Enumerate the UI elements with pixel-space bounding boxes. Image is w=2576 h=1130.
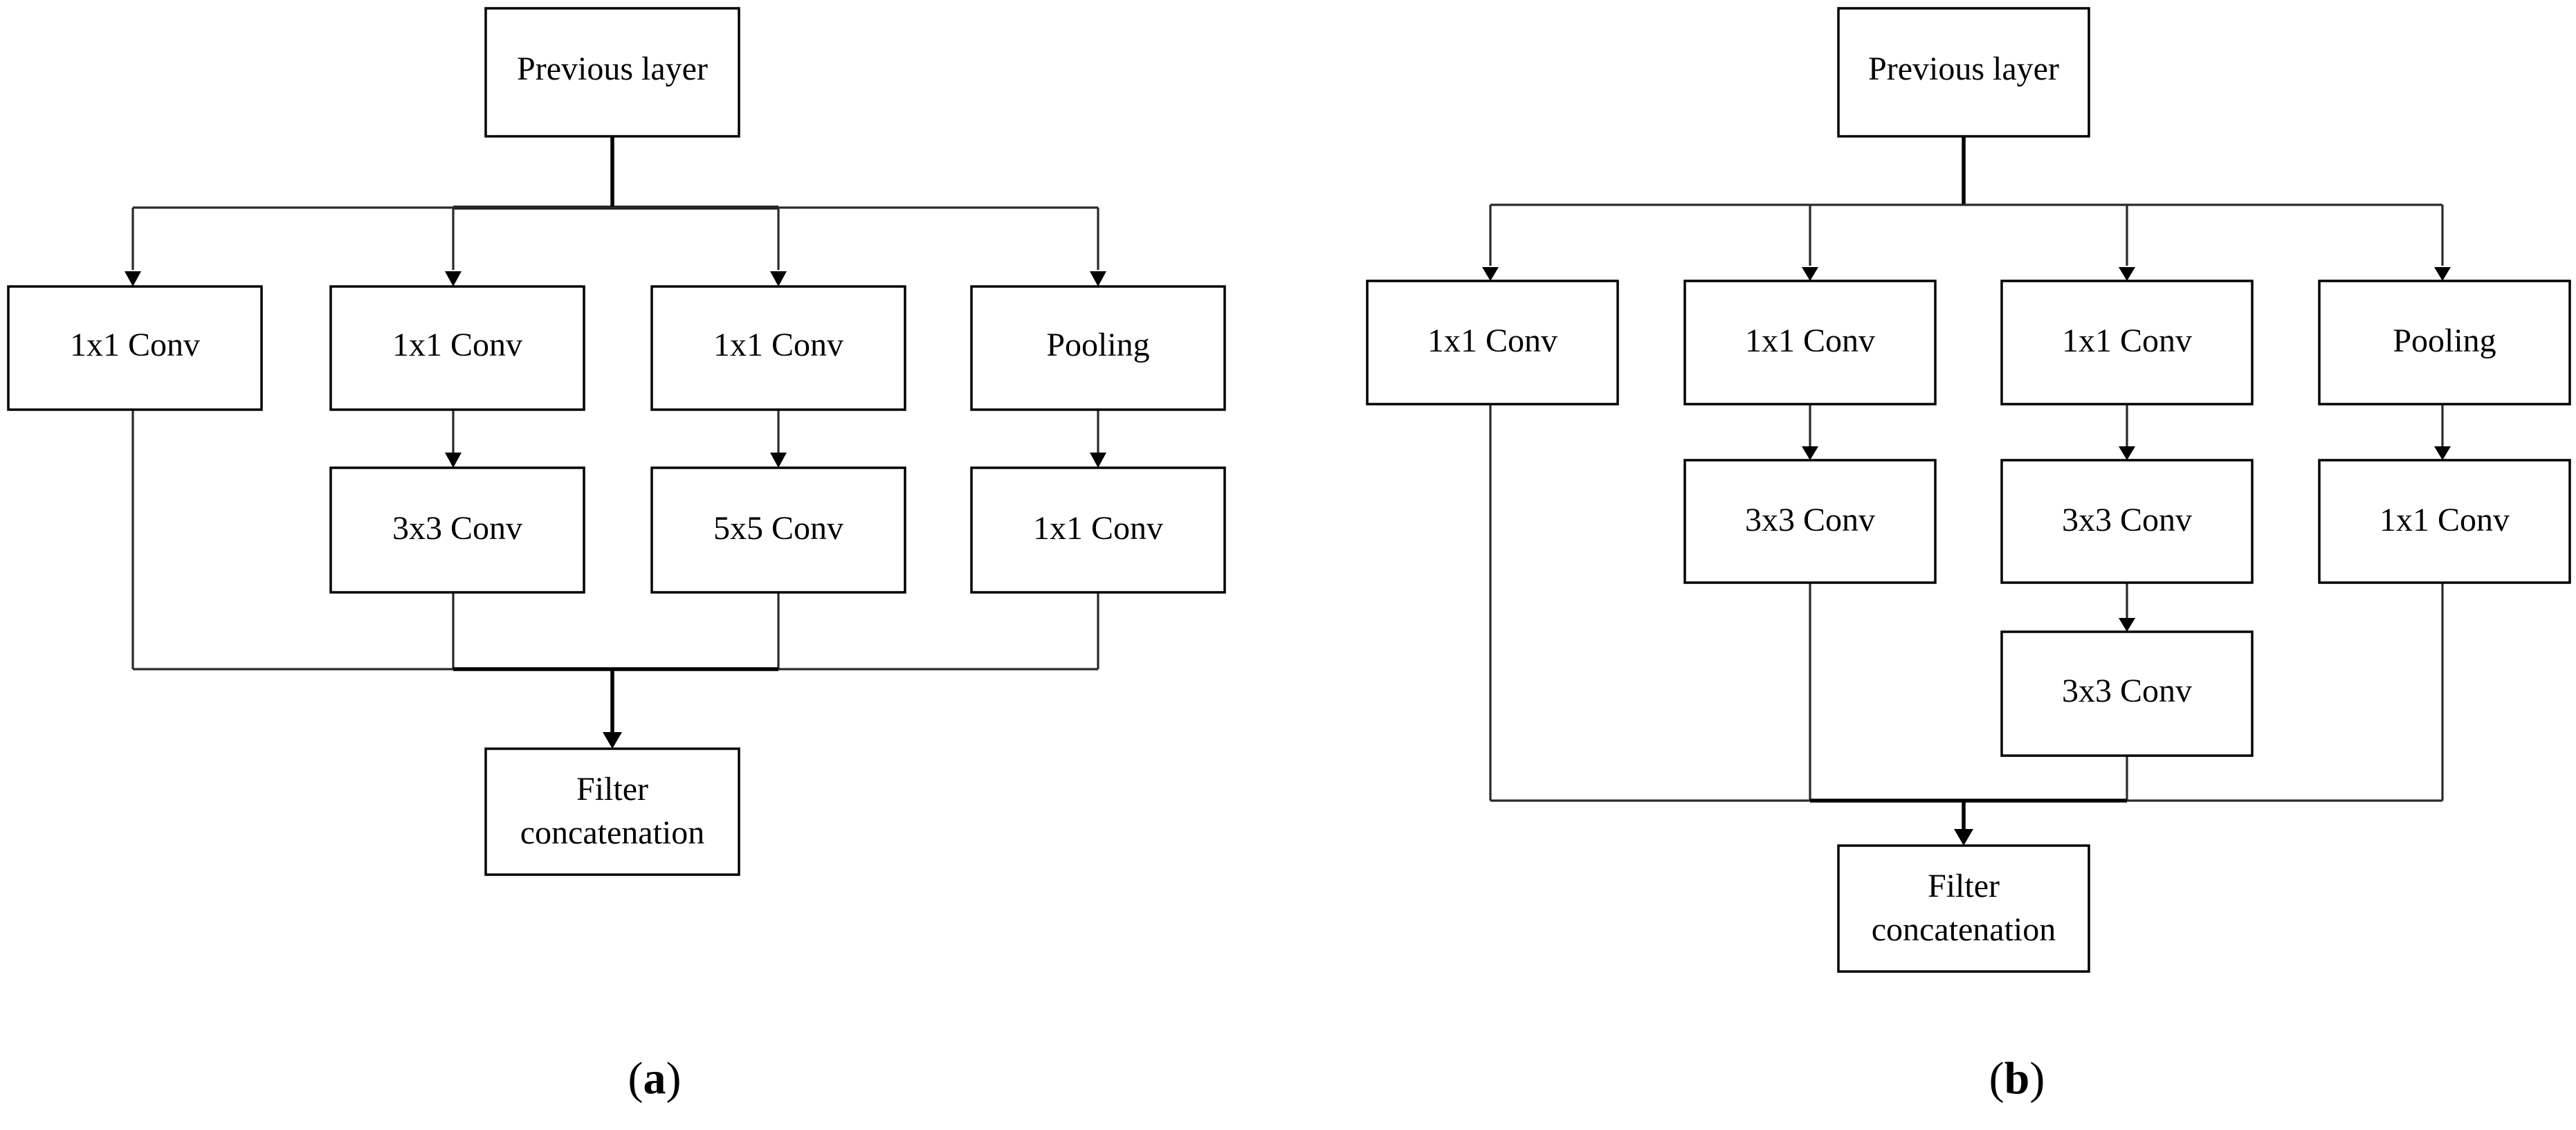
node-filter-concatenation-a-line1: Filter [576,771,648,808]
caption-b-letter: b [2004,1053,2030,1104]
arrow-icon [1802,446,1818,460]
caption-b: (b) [1989,1053,2045,1104]
node-3x3-conv-b-label: 3x3 Conv [1745,502,1875,538]
node-pooling-b [2318,280,2571,405]
arrow-icon [1802,267,1818,281]
node-previous-layer-b [1837,7,2090,138]
node-filter-concatenation-b-line2: concatenation [1872,911,2056,948]
caption-a-letter: a [643,1053,666,1104]
arrow-icon [2434,267,2451,281]
arrow-icon [125,271,141,286]
node-1x1-conv-b2-label: 1x1 Conv [1745,322,1875,359]
node-3x3-conv-b-first-label: 3x3 Conv [2062,502,2192,538]
arrow-icon [603,732,622,749]
node-pooling-a-label: Pooling [1046,327,1149,363]
node-previous-layer-b-label: Previous layer [1868,51,2059,87]
arrow-icon [2119,446,2135,460]
node-pool-1x1-conv-b [2318,459,2571,584]
node-1x1-conv-a3 [650,285,906,411]
node-1x1-conv-b2 [1683,280,1937,405]
node-pool-1x1-conv-a [970,466,1226,594]
diagram-b: Previous layer 1x1 Conv 1x1 Conv 1x1 Con… [1366,7,2571,1104]
node-pooling-b-label: Pooling [2393,322,2496,359]
node-1x1-conv-b1-label: 1x1 Conv [1427,322,1558,359]
connectors-b [1482,136,2451,846]
node-filter-concatenation-a [484,747,740,876]
node-5x5-conv-a [650,466,906,594]
node-filter-concatenation-a-line2: concatenation [520,814,705,851]
node-3x3-conv-b-first [2000,459,2254,584]
node-1x1-conv-a1 [7,285,263,411]
node-pool-1x1-conv-a-label: 1x1 Conv [1033,510,1163,547]
node-1x1-conv-b3 [2000,280,2254,405]
node-3x3-conv-a-label: 3x3 Conv [392,510,522,547]
caption-a: (a) [628,1053,682,1104]
node-1x1-conv-b3-label: 1x1 Conv [2062,322,2192,359]
arrow-icon [445,453,462,468]
node-filter-concatenation-b-line1: Filter [1928,868,2000,904]
arrow-icon [445,271,462,286]
node-1x1-conv-a2-label: 1x1 Conv [392,327,522,363]
node-1x1-conv-a1-label: 1x1 Conv [70,327,200,363]
node-1x1-conv-a3-label: 1x1 Conv [713,327,843,363]
arrow-icon [2434,446,2451,460]
arrow-icon [2119,267,2135,281]
arrow-icon [1090,271,1106,286]
connectors-a [125,136,1106,749]
node-pool-1x1-conv-b-label: 1x1 Conv [2379,502,2510,538]
node-1x1-conv-b1 [1366,280,1619,405]
node-5x5-conv-a-label: 5x5 Conv [713,510,843,547]
arrow-icon [2119,618,2135,632]
node-3x3-conv-b-second [2000,630,2254,757]
node-3x3-conv-b [1683,459,1937,584]
node-3x3-conv-b-second-label: 3x3 Conv [2062,673,2192,709]
node-previous-layer-a [484,7,740,138]
diagram-a: Previous layer 1x1 Conv 1x1 Conv 1x1 Con… [7,7,1226,1104]
arrow-icon [770,271,787,286]
node-pooling-a [970,285,1226,411]
arrow-icon [770,453,787,468]
node-3x3-conv-a [329,466,585,594]
node-filter-concatenation-b [1837,844,2090,973]
arrow-icon [1482,267,1499,281]
node-previous-layer-a-label: Previous layer [517,51,708,87]
arrow-icon [1954,829,1973,846]
arrow-icon [1090,453,1106,468]
node-1x1-conv-a2 [329,285,585,411]
